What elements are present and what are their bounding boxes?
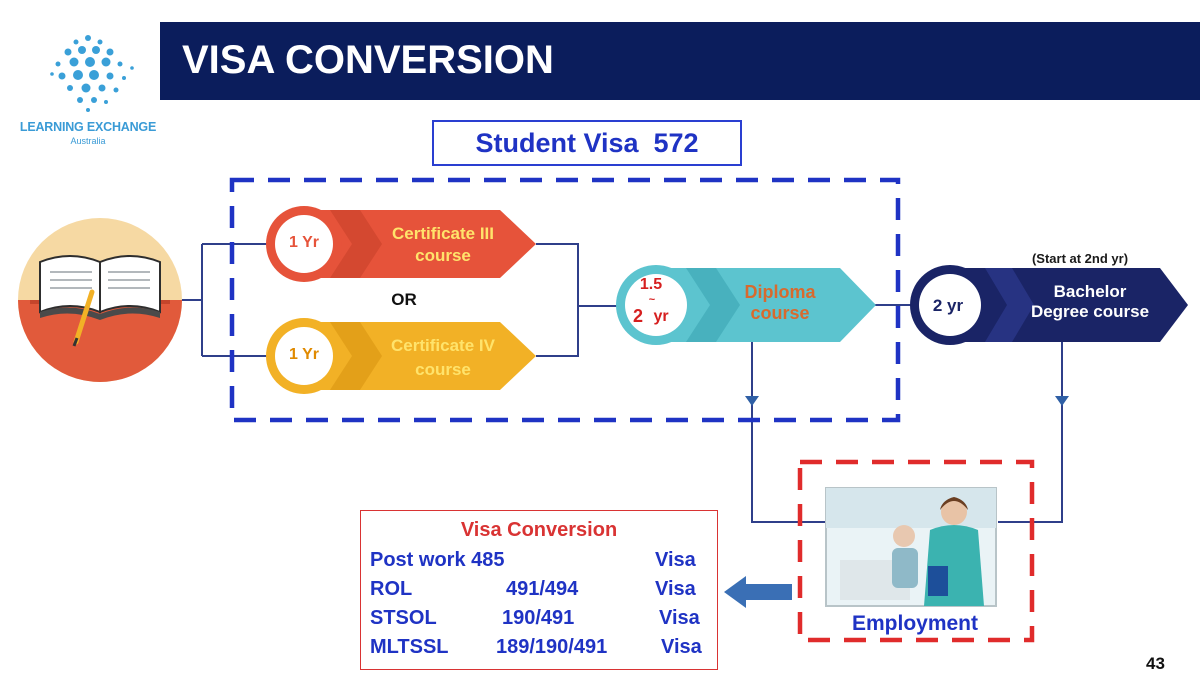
diploma-label-line1: Diploma	[744, 282, 816, 302]
employment-photo	[825, 487, 997, 607]
page-title: VISA CONVERSION	[182, 38, 554, 82]
diploma-duration-unit: yr	[653, 308, 669, 325]
bachelor-duration: 2 yr	[932, 296, 964, 315]
cert3-chevron	[266, 206, 536, 282]
bachelor-label-line1: Bachelor	[1053, 282, 1127, 301]
visa-row-name: Post work 485	[370, 549, 505, 571]
cert3-duration: 1 Yr	[289, 234, 319, 251]
logo-title: LEARNING EXCHANGE	[19, 120, 157, 134]
cert3-label-line2: course	[415, 246, 471, 265]
page-number: 43	[1146, 654, 1165, 673]
student-visa-label: Student Visa 572	[475, 127, 699, 158]
diploma-label-line2: course	[750, 302, 810, 323]
logo-dots-icon	[50, 35, 134, 112]
visa-row-code: 491/494	[506, 578, 579, 600]
student-visa-dashed-box	[229, 177, 901, 423]
diploma-chevron	[616, 265, 876, 345]
visa-row-name: MLTSSL	[370, 636, 449, 658]
title-bar: VISA CONVERSION	[160, 22, 1200, 100]
cert4-chevron	[266, 318, 536, 394]
bachelor-chevron	[910, 265, 1188, 345]
visa-conversion-title: Visa Conversion	[460, 519, 618, 541]
cert4-duration: 1 Yr	[289, 346, 319, 363]
visa-row-visa: Visa	[655, 578, 696, 600]
visa-row-visa: Visa	[659, 607, 700, 629]
employment-dashed-box	[797, 459, 1035, 643]
arrow-left-icon	[724, 576, 792, 608]
visa-row-name: STSOL	[370, 607, 437, 629]
visa-conversion-box: Visa Conversion Post work 485 Visa ROL 4…	[360, 510, 718, 670]
bachelor-label: Bachelor Degree course	[1010, 282, 1170, 321]
employment-label: Employment	[851, 612, 979, 635]
visa-row-code: 189/190/491	[496, 636, 608, 658]
visa-row-visa: Visa	[655, 549, 696, 571]
pencil-icon	[72, 289, 95, 347]
or-label: OR	[391, 290, 417, 309]
diploma-duration-max: 2	[632, 306, 643, 326]
diploma-label: Diploma course	[710, 282, 850, 323]
student-visa-box: Student Visa 572	[432, 120, 742, 166]
cert3-label-line1: Certificate III	[391, 224, 495, 243]
learning-exchange-logo: LEARNING EXCHANGE Australia	[18, 28, 158, 148]
bachelor-label-line2: Degree course	[1030, 301, 1150, 321]
open-book-icon	[18, 218, 182, 382]
cert4-label-line1: Certificate IV	[391, 336, 495, 355]
visa-row-code: 190/491	[502, 607, 575, 629]
diploma-duration-range-mark: ~	[648, 294, 656, 306]
visa-row-name: ROL	[370, 578, 413, 600]
visa-row-visa: Visa	[661, 636, 702, 658]
diploma-duration-min: 1.5	[639, 276, 663, 293]
cert4-label-line2: course	[415, 360, 471, 379]
logo-subtitle: Australia	[70, 136, 106, 146]
bachelor-note: (Start at 2nd yr)	[1031, 251, 1129, 266]
down-arrowheads	[745, 396, 1069, 406]
